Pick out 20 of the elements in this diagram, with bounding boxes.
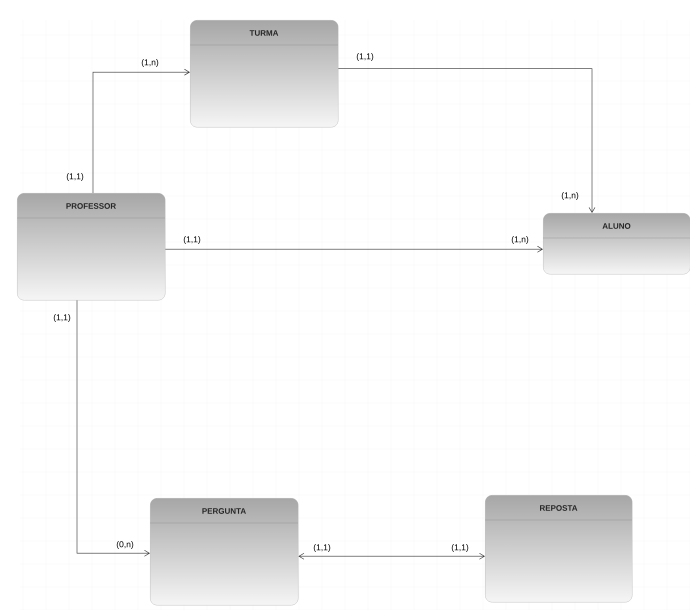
cardinality-label: (1,n) xyxy=(142,59,158,67)
cardinality-label: (1,1) xyxy=(452,544,468,552)
arrow xyxy=(92,68,190,194)
entity-box: PROFESSOR xyxy=(16,193,166,300)
entity-box: TURMA xyxy=(190,20,338,128)
entity-box: REPOSTA xyxy=(484,495,632,602)
entity-box: ALUNO xyxy=(542,213,690,274)
cardinality-label: (1,1) xyxy=(314,544,330,552)
arrow xyxy=(76,300,150,556)
cardinality-label: (1,1) xyxy=(356,53,374,61)
cardinality-label: (1,1) xyxy=(184,236,200,244)
arrow xyxy=(165,246,543,252)
arrow xyxy=(338,68,596,213)
entity-box: PERGUNTA xyxy=(150,498,298,606)
arrow xyxy=(298,552,485,560)
cardinality-label: (1,1) xyxy=(54,314,70,322)
cardinality-label: (1,n) xyxy=(512,236,528,244)
cardinality-label: (1,n) xyxy=(562,192,578,200)
cardinality-label: (1,1) xyxy=(66,173,84,181)
cardinality-label: (0,n) xyxy=(116,541,134,549)
